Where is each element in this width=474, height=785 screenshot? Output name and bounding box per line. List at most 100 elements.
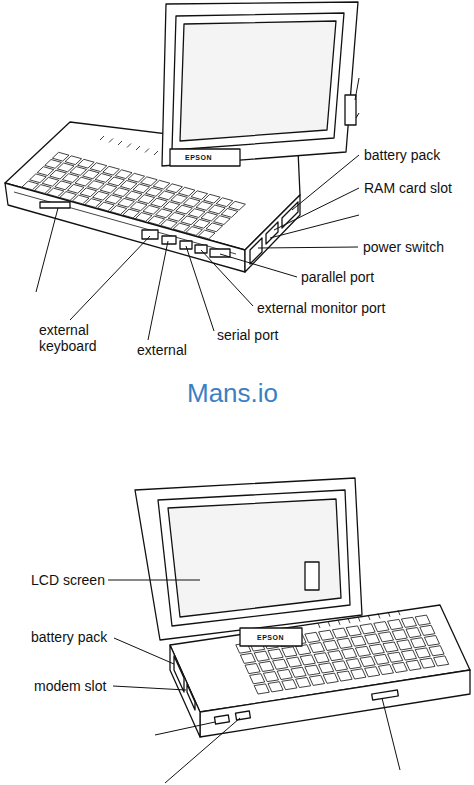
leader-line	[148, 241, 168, 340]
leader-line	[258, 247, 358, 248]
key	[434, 656, 449, 666]
key	[198, 230, 215, 239]
modem-slot	[187, 684, 195, 710]
brand-logo: EPSON	[183, 153, 214, 162]
part-label: battery pack	[30, 629, 108, 645]
keyboard-port	[142, 230, 158, 239]
key	[309, 675, 324, 685]
key	[397, 640, 412, 650]
key	[420, 625, 435, 635]
key	[282, 647, 297, 657]
part-label: external keyboard	[38, 322, 120, 354]
key	[305, 665, 320, 675]
notebook-front-view	[5, 2, 359, 340]
part-label: power switch	[362, 239, 445, 255]
key	[273, 659, 288, 669]
key	[342, 648, 357, 658]
key	[245, 664, 260, 674]
key	[351, 636, 366, 646]
vent-slot	[348, 618, 350, 623]
part-label: modem slot	[33, 678, 107, 694]
key	[374, 622, 389, 632]
leader-line	[186, 246, 214, 331]
key	[365, 634, 380, 644]
key	[240, 653, 255, 663]
key	[332, 628, 347, 638]
vent-slot	[378, 613, 380, 618]
port	[214, 715, 229, 724]
key	[291, 667, 306, 677]
key	[401, 650, 416, 660]
vent-slot	[145, 149, 149, 153]
leader-line	[108, 580, 200, 581]
key	[388, 652, 403, 662]
key	[286, 657, 301, 667]
key	[429, 646, 444, 656]
key	[221, 209, 238, 218]
key	[229, 201, 246, 210]
leader-line	[355, 78, 359, 100]
leader-line	[165, 718, 240, 783]
battery-pack	[282, 202, 298, 228]
key	[374, 654, 389, 664]
vent	[100, 136, 158, 155]
leader-line	[201, 250, 253, 306]
key	[337, 671, 352, 681]
key	[415, 648, 430, 658]
key	[378, 665, 393, 675]
vent-slot	[127, 144, 131, 148]
vent-slot	[118, 141, 122, 145]
key	[406, 628, 421, 638]
vent-slot	[388, 612, 390, 617]
lcd-screen	[180, 21, 336, 141]
key	[383, 642, 398, 652]
key	[411, 638, 426, 648]
key	[296, 677, 311, 687]
key	[360, 657, 375, 667]
vent-slot	[154, 151, 158, 155]
leader-line	[270, 215, 359, 238]
key	[263, 672, 278, 682]
brand-logo: EPSON	[255, 633, 286, 642]
key	[268, 649, 283, 659]
keyboard-edge	[14, 192, 236, 254]
key	[323, 673, 338, 683]
key	[282, 680, 297, 690]
leader-line	[114, 638, 174, 664]
serial-port	[180, 241, 192, 249]
vent-slot	[328, 621, 330, 626]
part-label: serial port	[216, 327, 279, 343]
key	[254, 651, 269, 661]
vent-slot	[398, 610, 400, 615]
lcd-screen	[168, 499, 341, 617]
vent-slot	[318, 623, 320, 628]
leader-line	[274, 188, 359, 230]
power-switch	[250, 238, 262, 264]
screen-bezel	[158, 490, 350, 626]
lid	[162, 2, 358, 166]
leader-line	[292, 155, 359, 210]
key	[388, 619, 403, 629]
vent-slot	[109, 139, 113, 143]
key	[351, 669, 366, 679]
part-label: external monitor port	[256, 300, 386, 316]
key	[319, 663, 334, 673]
port	[162, 236, 176, 244]
leader-line	[70, 236, 150, 320]
key	[360, 624, 375, 634]
part-label: RAM card slot	[363, 180, 453, 196]
key	[268, 682, 283, 692]
key	[346, 626, 361, 636]
key	[378, 632, 393, 642]
key	[337, 638, 352, 648]
leader-line	[220, 254, 297, 277]
key	[392, 662, 407, 672]
key	[323, 640, 338, 650]
key	[424, 636, 439, 646]
front-latch	[40, 202, 70, 208]
front-latch	[372, 690, 399, 700]
leader-line	[382, 698, 400, 770]
key	[332, 661, 347, 671]
key	[250, 674, 265, 684]
